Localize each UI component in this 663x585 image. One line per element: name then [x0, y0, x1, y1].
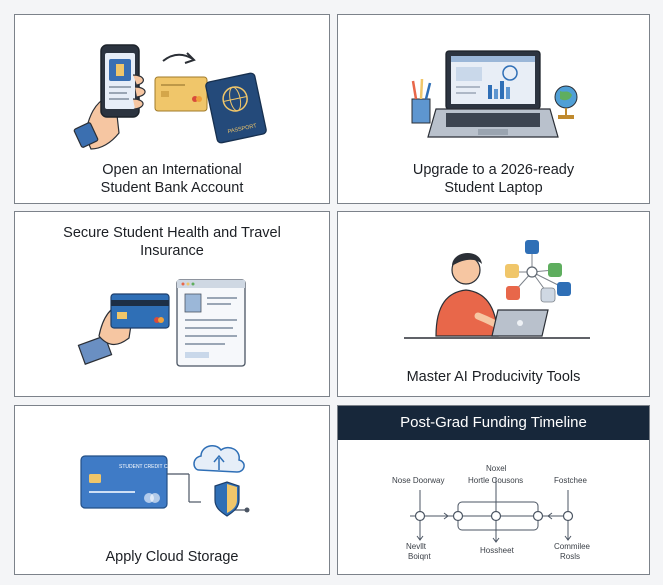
cloud-illustration: STUDENT CREDIT CARD — [80, 445, 250, 517]
card-bank-title-line-1: Open an International — [102, 162, 242, 178]
card-ai-title: Master AI Producivity Tools — [338, 368, 649, 386]
ai-illustration — [404, 240, 590, 339]
timeline-header: Post-Grad Funding Timeline — [338, 406, 649, 440]
card-bank-account[interactable]: PASSPORT Open an International Student B… — [14, 14, 330, 204]
card-insurance-title-line-1: Secure Student Health and Travel — [63, 225, 281, 241]
card-ai-title-line-1: Master AI Producivity Tools — [406, 369, 581, 385]
credit-card-label: STUDENT CREDIT CARD — [119, 464, 178, 470]
timeline-label-top-4: Fostchee — [554, 476, 587, 485]
card-ai-tools[interactable]: Master AI Producivity Tools — [337, 211, 650, 397]
laptop-illustration — [411, 50, 578, 138]
card-bank-title: Open an International Student Bank Accou… — [15, 161, 329, 197]
card-insurance-title: Secure Student Health and Travel Insuran… — [15, 224, 329, 260]
card-insurance-title-line-2: Insurance — [140, 243, 204, 259]
card-laptop-title-line-2: Student Laptop — [444, 180, 543, 196]
timeline-label-top-1: Nose Doorway — [392, 476, 445, 485]
card-cloud-storage[interactable]: STUDENT CREDIT CARD Apply Cloud Storage — [14, 405, 330, 575]
card-bank-title-line-2: Student Bank Account — [100, 180, 244, 196]
card-funding-timeline[interactable]: Post-Grad Funding Timeline Nose Doorway … — [337, 405, 650, 575]
timeline-label-bottom-5: Rosls — [560, 552, 581, 561]
card-laptop-title: Upgrade to a 2026-ready Student Laptop — [338, 161, 649, 197]
insurance-illustration — [77, 279, 246, 367]
timeline-diagram — [410, 478, 574, 543]
card-insurance[interactable]: Secure Student Health and Travel Insuran… — [14, 211, 330, 397]
card-laptop-title-line-1: Upgrade to a 2026-ready — [412, 162, 575, 178]
card-cloud-title: Apply Cloud Storage — [15, 548, 329, 566]
bank-illustration: PASSPORT — [73, 44, 267, 150]
card-laptop[interactable]: Upgrade to a 2026-ready Student Laptop — [337, 14, 650, 204]
timeline-label-bottom-1: Nevllt — [406, 542, 427, 551]
timeline-label-bottom-4: Commilee — [554, 542, 591, 551]
timeline-label-bottom-2: Boiqnt — [408, 552, 431, 561]
timeline-label-top-2: Noxel — [486, 464, 507, 473]
timeline-label-bottom-3: Hossheet — [480, 546, 514, 555]
card-cloud-title-line-1: Apply Cloud Storage — [105, 549, 239, 565]
